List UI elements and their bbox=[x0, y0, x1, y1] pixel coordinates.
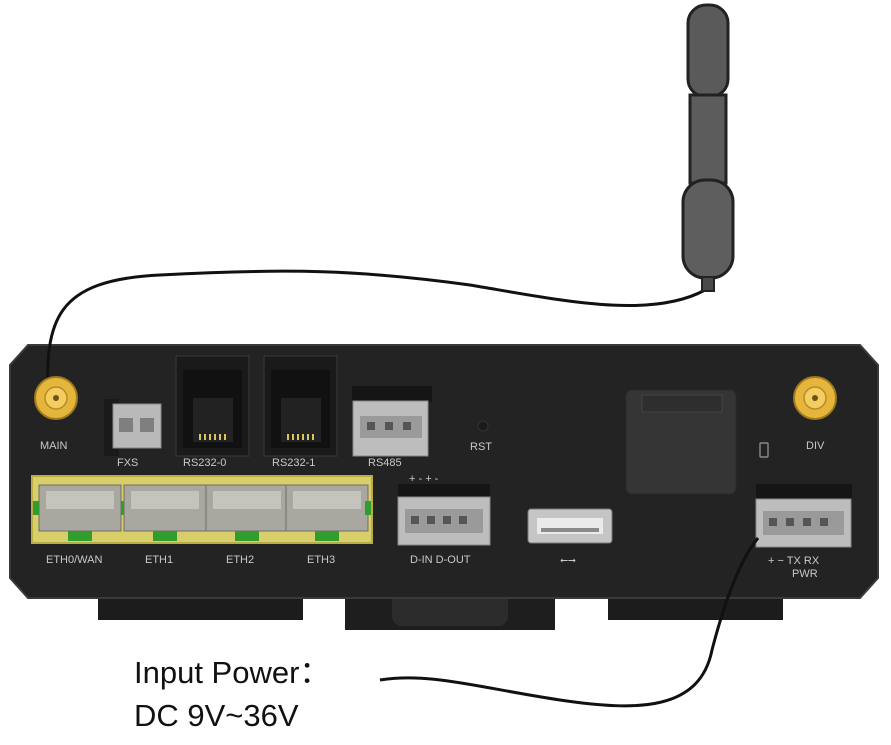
sim-cover bbox=[625, 389, 737, 495]
caption-line-2: DC 9V~36V bbox=[134, 698, 299, 733]
label-eth2: ETH2 bbox=[226, 554, 254, 566]
label-dio-signs: + - + - bbox=[409, 473, 439, 485]
rs485-port bbox=[352, 386, 432, 457]
div-connector-icon bbox=[793, 376, 837, 420]
label-fxs: FXS bbox=[117, 457, 138, 469]
antenna-cable bbox=[46, 269, 706, 401]
eth0-port bbox=[33, 484, 127, 541]
usb-icon: ⭠⭢ bbox=[560, 555, 576, 566]
rs232-1-port bbox=[263, 355, 338, 457]
usb-port bbox=[527, 508, 613, 544]
label-dio: D-IN D-OUT bbox=[410, 554, 471, 566]
antenna bbox=[681, 3, 735, 292]
label-eth3: ETH3 bbox=[307, 554, 335, 566]
label-main: MAIN bbox=[40, 440, 68, 452]
dio-terminal bbox=[397, 484, 491, 546]
label-rs232-1: RS232-1 bbox=[272, 457, 315, 469]
caption-line-1: Input Power： bbox=[134, 655, 330, 690]
eth3-port bbox=[285, 484, 371, 541]
label-rs232-0: RS232-0 bbox=[183, 457, 226, 469]
label-rst: RST bbox=[470, 441, 492, 453]
label-div: DIV bbox=[806, 440, 825, 452]
label-rs485: RS485 bbox=[368, 457, 402, 469]
label-eth0: ETH0/WAN bbox=[46, 554, 102, 566]
power-cable bbox=[379, 537, 760, 708]
fxs-port bbox=[104, 399, 162, 456]
reset-button[interactable] bbox=[477, 420, 489, 432]
label-eth1: ETH1 bbox=[145, 554, 173, 566]
main-connector-icon bbox=[34, 376, 78, 420]
pwr-terminal bbox=[755, 484, 852, 548]
label-pwr-signs: + − TX RX bbox=[768, 555, 820, 567]
rs232-0-port bbox=[175, 355, 250, 457]
label-pwr: PWR bbox=[792, 568, 818, 580]
sim-icon bbox=[759, 442, 769, 458]
